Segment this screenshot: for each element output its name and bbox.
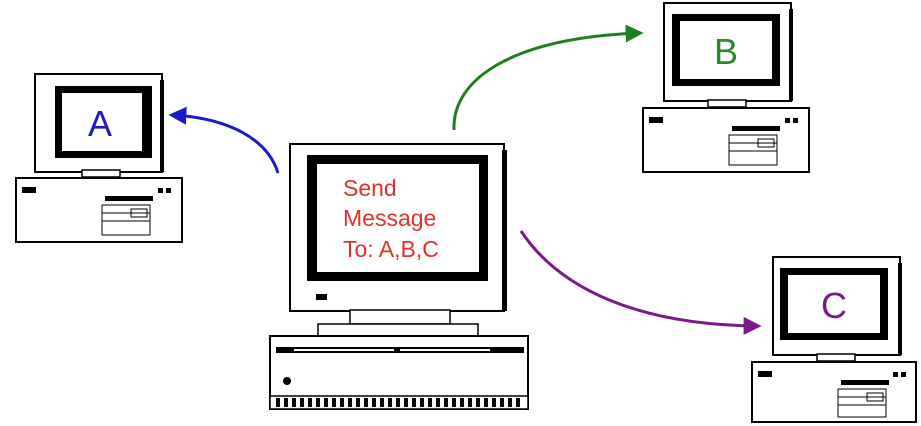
- computer-sender: Send Message To: A,B,C: [269, 143, 529, 410]
- screen-c: [788, 275, 880, 333]
- indicator-c2: [901, 372, 906, 377]
- panel-b-box: [757, 138, 775, 148]
- indicator-b2: [793, 118, 798, 123]
- vent-slot: [460, 398, 464, 407]
- stand-c: [816, 353, 856, 362]
- arrow-to-b: [452, 24, 644, 131]
- drive-slot-c: [758, 371, 772, 377]
- vent-slot: [484, 398, 488, 407]
- case-a: [15, 177, 183, 243]
- computer-c: C: [751, 256, 917, 423]
- vent-slot: [492, 398, 496, 407]
- vent-slots: [276, 398, 520, 407]
- drive-bay-b: [732, 126, 780, 131]
- vent-slot: [324, 398, 328, 407]
- drive-strip-gap-1: [294, 349, 394, 351]
- drive-strip-gap-2: [400, 349, 490, 351]
- panel-a: [101, 204, 151, 236]
- case-c: [751, 361, 917, 423]
- vent-slot: [476, 398, 480, 407]
- stand-sender: [349, 309, 451, 325]
- vent-slot: [284, 398, 288, 407]
- label-a: A: [88, 103, 112, 144]
- vent-slot: [340, 398, 344, 407]
- case-b: [642, 107, 810, 173]
- vent-slot: [508, 398, 512, 407]
- monitor-c-shadow: [898, 263, 902, 355]
- vent-slot: [300, 398, 304, 407]
- arrow-to-a: [168, 106, 280, 174]
- vent-slot: [356, 398, 360, 407]
- stand-base-sender: [317, 323, 479, 337]
- label-c: C: [821, 285, 847, 326]
- vent-slot: [380, 398, 384, 407]
- monitor-sender-shadow: [502, 150, 507, 311]
- sender-line-3: To: A,B,C: [343, 236, 439, 262]
- vent-slot: [348, 398, 352, 407]
- vent-slot: [436, 398, 440, 407]
- panel-c: [837, 388, 887, 418]
- vent-slot: [428, 398, 432, 407]
- indicator-a2: [166, 188, 171, 193]
- stand-b: [707, 99, 747, 108]
- vent-slot: [332, 398, 336, 407]
- vent-slot: [404, 398, 408, 407]
- vent-slot: [412, 398, 416, 407]
- screen-sender: [317, 164, 479, 272]
- vent-slot: [372, 398, 376, 407]
- drive-slot-b: [649, 117, 663, 123]
- indicator-b1: [785, 118, 790, 123]
- vent-slot: [500, 398, 504, 407]
- sender-line-2: Message: [343, 205, 436, 231]
- computer-b: B: [642, 2, 810, 173]
- screen-a: [62, 93, 142, 151]
- monitor-a-shadow: [160, 80, 164, 172]
- panel-a-box: [130, 208, 148, 218]
- indicator-c1: [893, 372, 898, 377]
- vent-slot: [388, 398, 392, 407]
- screen-b: [680, 21, 772, 79]
- indicator-a1: [158, 188, 163, 193]
- stand-a: [81, 169, 121, 178]
- vent-slot: [308, 398, 312, 407]
- vent-slot: [452, 398, 456, 407]
- vent-slot: [444, 398, 448, 407]
- arrow-to-c: [519, 230, 762, 335]
- vent-slot: [292, 398, 296, 407]
- computer-a: A: [15, 73, 183, 243]
- vent-slot: [364, 398, 368, 407]
- panel-b: [728, 134, 778, 166]
- label-b: B: [714, 31, 738, 72]
- vent-slot: [396, 398, 400, 407]
- sender-line-1: Send: [343, 175, 397, 201]
- vent-slot: [420, 398, 424, 407]
- drive-bay-c: [841, 380, 889, 385]
- drive-bay-a: [105, 196, 153, 201]
- vent-slot: [468, 398, 472, 407]
- vent-slot: [276, 398, 280, 407]
- drive-slot-a: [22, 187, 36, 193]
- panel-c-box: [866, 392, 884, 402]
- vent-slot: [316, 398, 320, 407]
- apple-logo-icon: [283, 377, 291, 385]
- monitor-b-shadow: [789, 9, 793, 101]
- power-led-sender: [316, 294, 327, 300]
- vent-slot: [516, 398, 520, 407]
